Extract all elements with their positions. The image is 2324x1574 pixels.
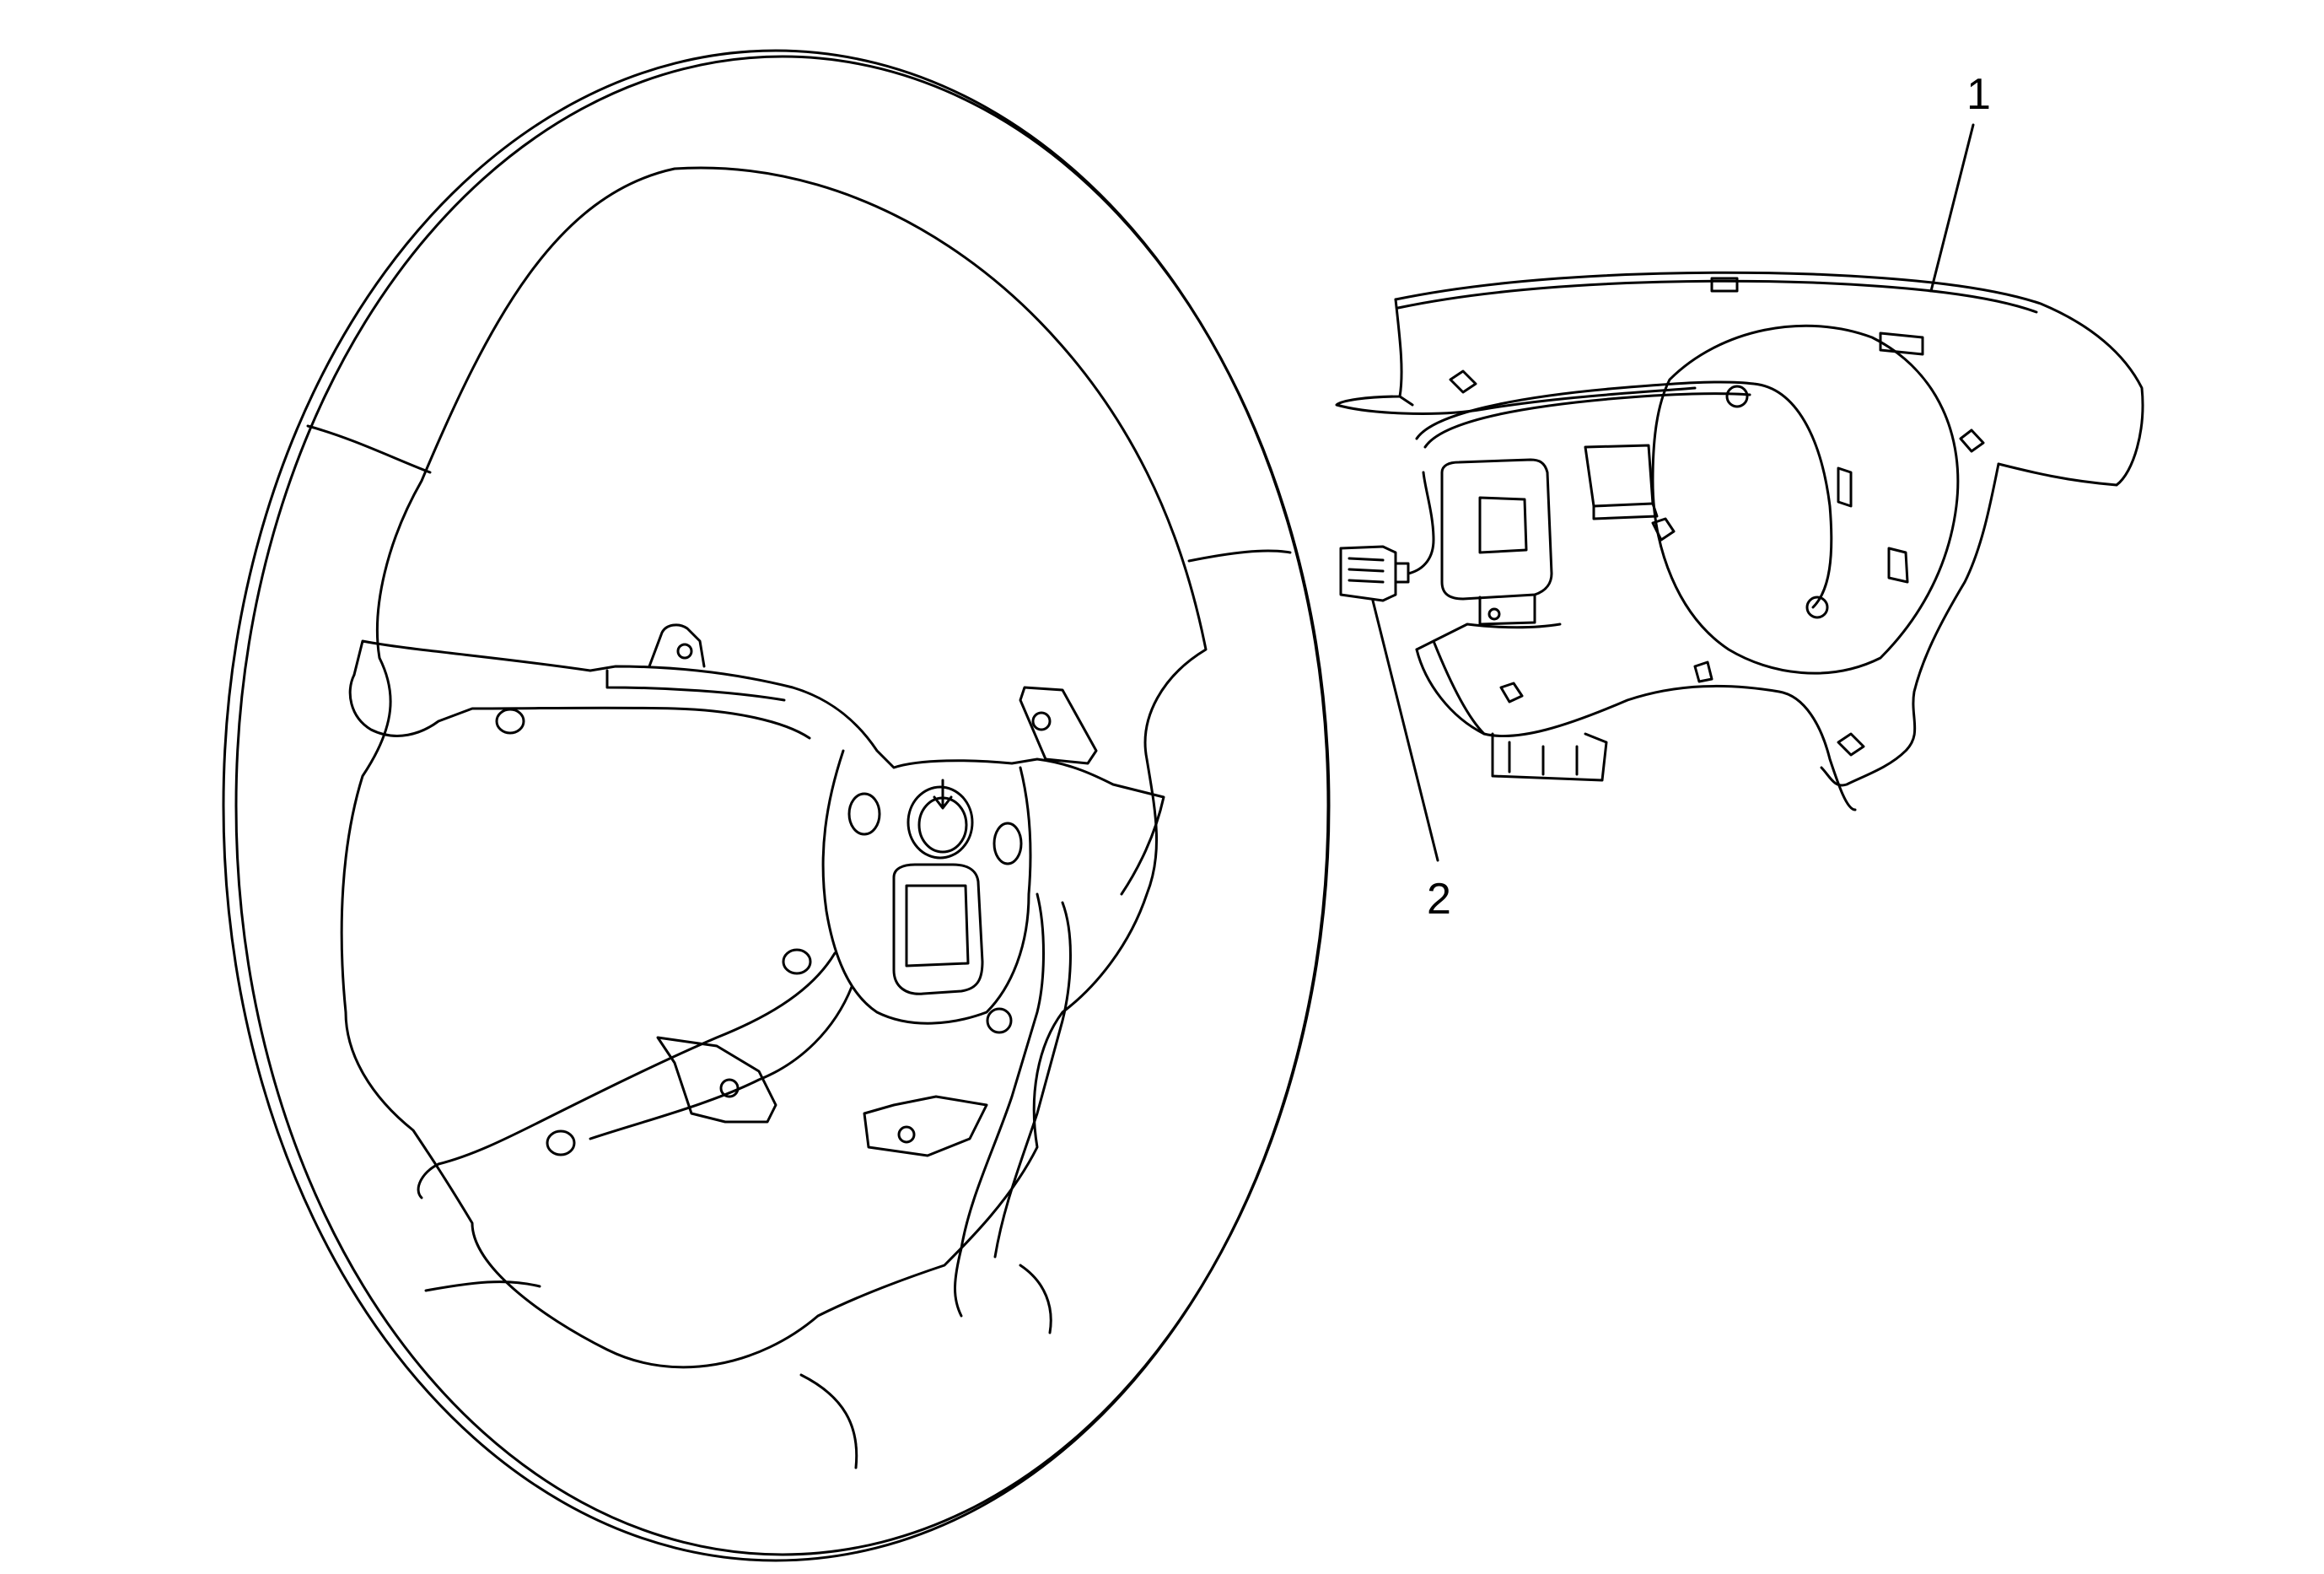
callout-1: 1: [1966, 70, 1991, 119]
steering-wheel-spoke-frame: [348, 623, 1165, 1318]
leader-line-1: [1929, 123, 1975, 293]
callout-2: 2: [1427, 875, 1451, 924]
steering-wheel-bezel: [1335, 271, 2144, 811]
leader-line-2: [1371, 599, 1439, 862]
steering-wheel-rim: [222, 49, 1331, 1562]
electrical-connector: [1339, 471, 1435, 602]
